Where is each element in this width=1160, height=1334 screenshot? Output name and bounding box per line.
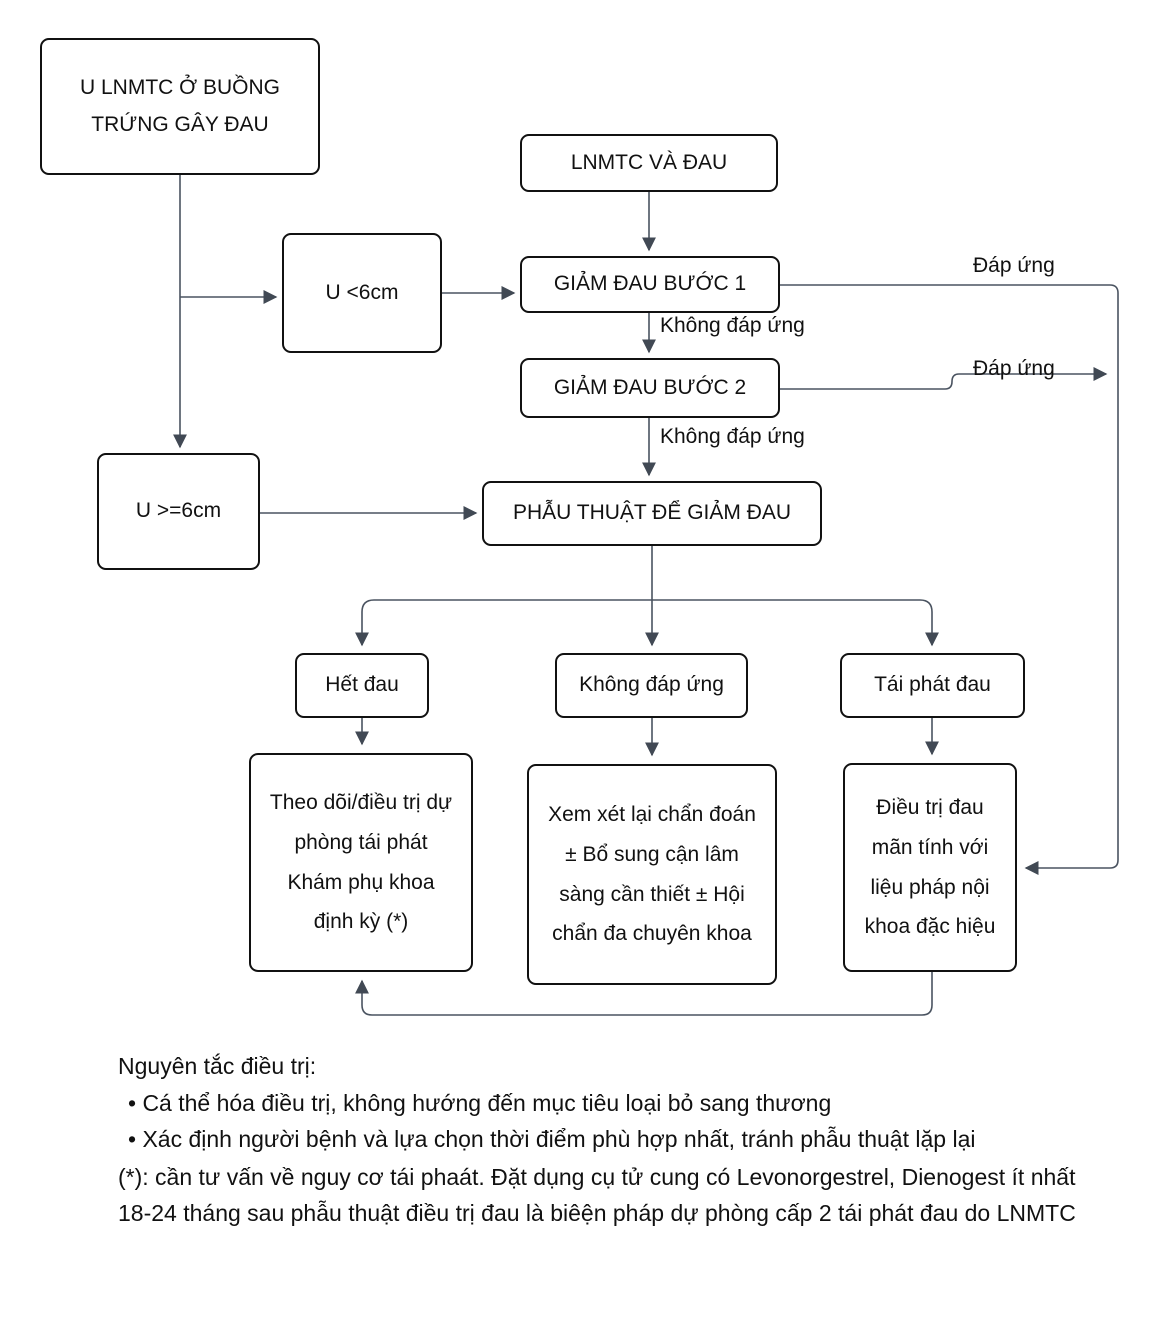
node-label: U LNMTC Ở BUỒNG TRỨNG GÂY ĐAU [79, 75, 280, 136]
node-tai-phat-dau: Tái phát đau [840, 653, 1025, 718]
notes-bullet-1: • Cá thể hóa điều trị, không hướng đến m… [128, 1089, 832, 1116]
node-giam-dau-buoc-1: GIẢM ĐAU BƯỚC 1 [520, 256, 780, 313]
node-label: U >=6cm [135, 499, 222, 523]
edge-phauthuat-to-taiphat [652, 599, 939, 647]
node-label: Xem xét lại chẩn đoán ± Bổ sung cận lâm … [548, 802, 756, 946]
node-label: Không đáp ứng [579, 673, 724, 697]
edge-label-dap-ung-1: Đáp ứng [973, 254, 1055, 277]
edge-phauthuat-to-hetdau [355, 599, 652, 647]
node-label: GIẢM ĐAU BƯỚC 1 [553, 272, 747, 296]
node-label: Theo dõi/điều trị dự phòng tái phát Khám… [269, 790, 453, 934]
node-khong-dap-ung: Không đáp ứng [555, 653, 748, 718]
node-label: Tái phát đau [874, 673, 991, 697]
treatment-notes: Nguyên tắc điều trị: • Cá thể hóa điều t… [118, 1048, 1113, 1232]
node-label: PHẪU THUẬT ĐỂ GIẢM ĐAU [512, 501, 792, 525]
node-theo-doi-du-phong: Theo dõi/điều trị dự phòng tái phát Khám… [249, 753, 473, 972]
node-dieu-tri-dau-man-tinh: Điều trị đau mãn tính với liệu pháp nội … [843, 763, 1017, 972]
node-u-greater-equal-6cm: U >=6cm [97, 453, 260, 570]
edge-label-khong-dap-ung-2: Không đáp ứng [660, 425, 805, 448]
node-u-less-than-6cm: U <6cm [282, 233, 442, 353]
node-phau-thuat-de-giam-dau: PHẪU THUẬT ĐỂ GIẢM ĐAU [482, 481, 822, 546]
edge-dapung2-buoc2-merge [780, 367, 1108, 390]
node-label: LNMTC VÀ ĐAU [570, 150, 728, 174]
node-xem-xet-lai-chan-doan: Xem xét lại chẩn đoán ± Bổ sung cận lâm … [527, 764, 777, 985]
node-lnmtc-va-dau: LNMTC VÀ ĐAU [520, 134, 778, 192]
node-label: Điều trị đau mãn tính với liệu pháp nội … [864, 795, 996, 939]
notes-footnote: (*): cần tư vấn về nguy cơ tái phaát. Đặ… [118, 1163, 1076, 1227]
notes-bullet-2: • Xác định người bệnh và lựa chọn thời đ… [128, 1126, 976, 1152]
node-label: Hết đau [325, 673, 399, 697]
edge-label-khong-dap-ung-1: Không đáp ứng [660, 314, 805, 337]
node-u-lnmtc-o-buong-trung: U LNMTC Ở BUỒNG TRỨNG GÂY ĐAU [40, 38, 320, 175]
edge-label-dap-ung-2: Đáp ứng [973, 357, 1055, 380]
node-label: U <6cm [325, 280, 399, 304]
node-het-dau: Hết đau [295, 653, 429, 718]
node-label: GIẢM ĐAU BƯỚC 2 [553, 375, 747, 399]
node-giam-dau-buoc-2: GIẢM ĐAU BƯỚC 2 [520, 358, 780, 418]
notes-title: Nguyên tắc điều trị: [118, 1053, 317, 1079]
